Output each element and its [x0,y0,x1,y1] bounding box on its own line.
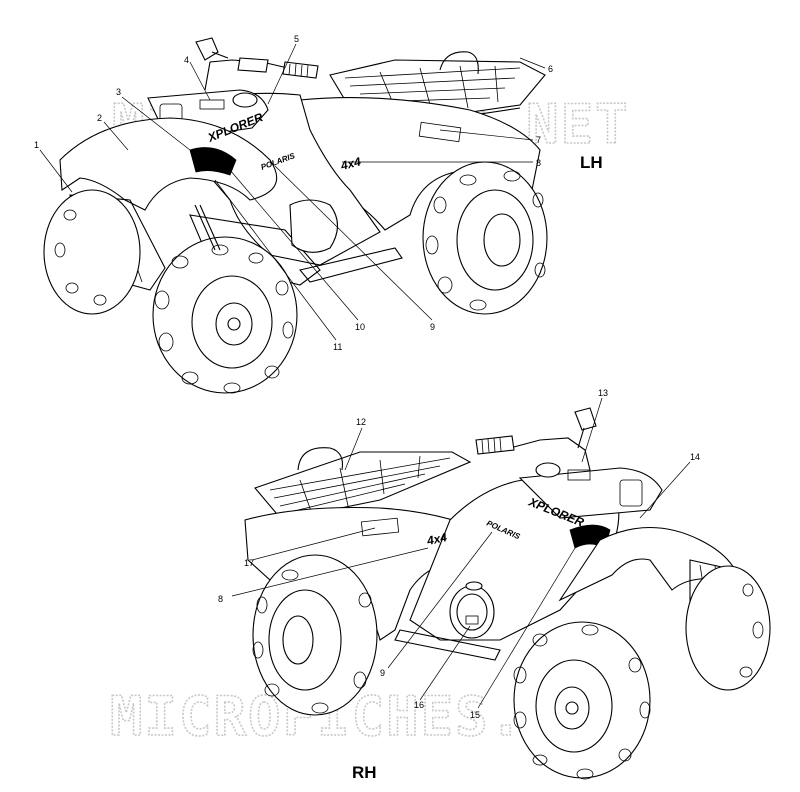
console-rh [518,467,663,519]
4x4-decal-lh: 4x4 [338,154,362,173]
callout-rh-17: 17 [244,558,254,568]
oil-tank-rh [449,581,495,639]
handlebar-rh [475,407,597,471]
callout-lh-1: 1 [34,140,39,150]
callout-rh-14: 14 [690,452,700,462]
callout-lh-4: 4 [184,55,189,65]
rear-wheel-rh [252,554,378,716]
engine-cover-lh [289,199,339,253]
4x4-decal-rh: 4x4 [425,530,449,548]
callout-lh-3: 3 [116,87,121,97]
callout-lh-2: 2 [97,113,102,123]
callout-rh-16: 16 [414,700,424,710]
callout-lh-5: 5 [294,34,299,44]
callout-lh-9: 9 [430,322,435,332]
callout-rh-8: 8 [218,594,223,604]
atv-left-side-view: XPLORER POLARIS 4x4 [43,37,548,394]
view-label-rh: RH [352,763,377,782]
front-wheel-near-rh [513,621,651,780]
front-wheel-far-rh [685,565,771,691]
callout-rh-13: 13 [598,388,608,398]
front-wheel-near-lh [152,236,298,394]
callout-lh-8: 8 [536,158,541,168]
view-label-lh: LH [580,153,603,172]
callout-lh-6: 6 [548,64,553,74]
callout-lh-11: 11 [333,342,342,352]
callout-rh-9: 9 [380,668,385,678]
handlebar-lh [195,37,319,91]
leader-lines-lh [39,43,546,341]
atv-right-side-view: XPLORER POLARIS 4x4 [244,407,771,780]
callout-lh-7: 7 [536,135,541,145]
leader-lines-rh [231,397,691,709]
rear-wheel-lh [422,161,548,315]
callout-rh-15: 15 [470,710,480,720]
callout-lh-10: 10 [355,322,365,332]
front-wheel-far-lh [43,189,141,315]
callout-rh-12: 12 [356,417,366,427]
